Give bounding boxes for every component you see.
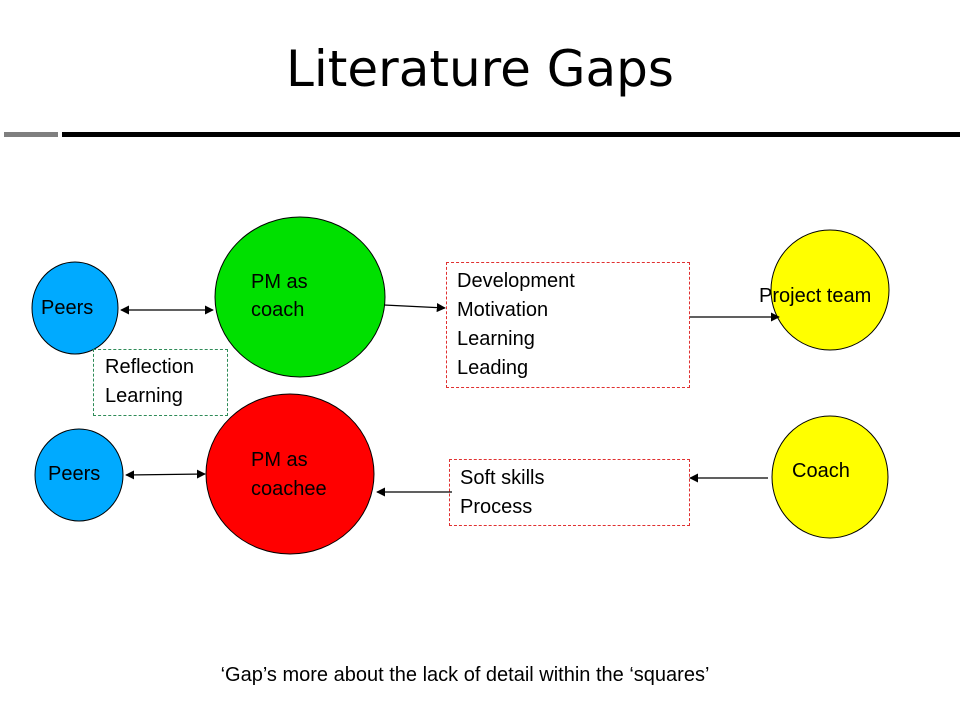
gap-box-reflection <box>93 349 228 416</box>
reflection-item: Reflection <box>105 356 194 378</box>
pm-coach-node <box>214 216 386 378</box>
motivation-item: Motivation <box>457 299 549 321</box>
project-team-label: Project team <box>759 285 872 307</box>
arrow-peers-pm-coachee <box>125 469 206 480</box>
title-rule-accent <box>4 132 58 137</box>
peers-bottom-label: Peers <box>48 463 101 485</box>
pm-coachee-node <box>205 393 375 555</box>
project-team-node <box>770 229 890 351</box>
reflection-learning-item: Learning <box>105 385 183 407</box>
coach-label: Coach <box>792 460 850 482</box>
peers-top-label: Peers <box>41 297 94 319</box>
arrow-pm-coach-development <box>383 303 446 313</box>
coach-node <box>771 415 889 539</box>
process-item: Process <box>460 496 533 518</box>
pm-coachee-label-line1: PM as <box>251 449 308 471</box>
gap-box-development <box>446 262 690 388</box>
gap-box-soft-skills <box>449 459 690 526</box>
learning-item: Learning <box>457 328 535 350</box>
title-rule <box>62 132 960 137</box>
pm-coachee-label-line2: coachee <box>251 478 327 500</box>
leading-item: Leading <box>457 357 529 379</box>
peers-top-node <box>31 261 119 355</box>
development-item: Development <box>457 270 575 292</box>
peers-bottom-node <box>34 428 124 522</box>
soft-skills-item: Soft skills <box>460 467 545 489</box>
pm-coach-label-line1: PM as <box>251 271 308 293</box>
pm-coach-label-line2: coach <box>251 299 305 321</box>
slide-caption: ‘Gap’s more about the lack of detail wit… <box>220 664 710 686</box>
slide-title: Literature Gaps <box>286 40 674 98</box>
